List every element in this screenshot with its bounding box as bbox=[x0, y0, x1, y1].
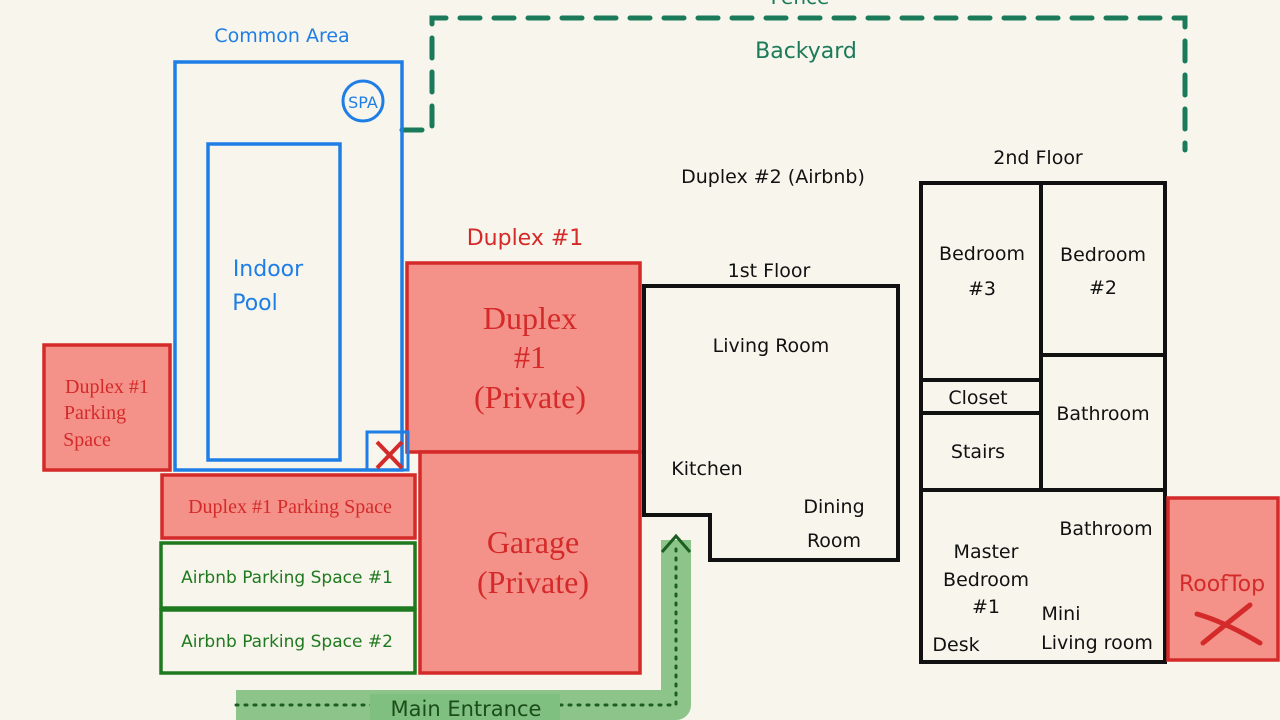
duplex-2: Duplex #2 (Airbnb) 1st Floor Living Room… bbox=[642, 147, 1280, 664]
bedroom2-label-1: Bedroom bbox=[1060, 244, 1146, 266]
spa-label: SPA bbox=[348, 93, 378, 112]
dining-label-1: Dining bbox=[803, 496, 864, 518]
airbnb-parking-1-label: Airbnb Parking Space #1 bbox=[181, 568, 393, 588]
backyard-label: Backyard bbox=[755, 39, 857, 64]
stairs-label: Stairs bbox=[951, 441, 1005, 463]
duplex1-private-label-1: Duplex bbox=[483, 300, 577, 336]
bedroom3-label-1: Bedroom bbox=[939, 243, 1025, 265]
desk-label: Desk bbox=[932, 634, 979, 656]
closet-label: Closet bbox=[948, 387, 1007, 409]
spa-icon: SPA bbox=[341, 79, 385, 123]
master-bedroom-label-3: #1 bbox=[972, 596, 1000, 618]
garage bbox=[418, 450, 642, 675]
parking-left-label-3: Space bbox=[63, 429, 111, 451]
master-bedroom-label-2: Bedroom bbox=[943, 569, 1029, 591]
indoor-pool bbox=[206, 142, 342, 462]
bedroom3-label-2: #3 bbox=[968, 278, 996, 300]
parking-strip-label: Duplex #1 Parking Space bbox=[188, 496, 392, 518]
garage-label-2: (Private) bbox=[477, 564, 589, 600]
parking-left-label-2: Parking bbox=[64, 402, 126, 424]
second-floor-label: 2nd Floor bbox=[993, 147, 1083, 169]
main-entrance-label: Main Entrance bbox=[391, 697, 542, 720]
duplex1-parking-left bbox=[42, 343, 172, 472]
airbnb-parking: Airbnb Parking Space #1 Airbnb Parking S… bbox=[159, 541, 417, 675]
pool-label-1: Indoor bbox=[233, 257, 304, 282]
first-floor-label: 1st Floor bbox=[728, 260, 811, 282]
first-floor-outline bbox=[642, 284, 900, 562]
parking-left-label-1: Duplex #1 bbox=[65, 376, 149, 398]
duplex-1: Duplex #1 Duplex #1 (Private) Garage (Pr… bbox=[42, 226, 642, 675]
bathroom-label: Bathroom bbox=[1056, 403, 1149, 425]
airbnb-parking-2-label: Airbnb Parking Space #2 bbox=[181, 632, 393, 652]
kitchen-label: Kitchen bbox=[671, 458, 742, 480]
master-bedroom-label-1: Master bbox=[954, 541, 1019, 563]
duplex2-title: Duplex #2 (Airbnb) bbox=[681, 166, 865, 188]
garage-label-1: Garage bbox=[487, 524, 579, 560]
rooftop-label: RoofTop bbox=[1179, 572, 1265, 597]
main-entrance-path: Main Entrance bbox=[234, 533, 692, 720]
mini-living-label-2: Living room bbox=[1041, 632, 1153, 654]
second-floor-outline bbox=[919, 181, 1167, 664]
common-area: Common Area SPA Indoor Pool bbox=[173, 25, 404, 472]
rooftop bbox=[1166, 496, 1280, 662]
fence-label: Fence bbox=[771, 0, 830, 9]
common-area-label: Common Area bbox=[214, 25, 349, 47]
fence: Fence Backyard bbox=[399, 0, 1188, 153]
living-room-label: Living Room bbox=[713, 335, 830, 357]
duplex1-label: Duplex #1 bbox=[467, 226, 584, 251]
x-mark-icon bbox=[365, 430, 410, 472]
duplex1-private-label-3: (Private) bbox=[474, 379, 586, 415]
master-bathroom-label: Bathroom bbox=[1059, 518, 1152, 540]
duplex1-private-label-2: #1 bbox=[514, 339, 546, 375]
mini-living-label-1: Mini bbox=[1042, 603, 1081, 625]
duplex1-parking-strip bbox=[160, 473, 417, 540]
dining-label-2: Room bbox=[807, 530, 861, 552]
arrow-up-icon bbox=[660, 533, 692, 553]
pool-label-2: Pool bbox=[232, 291, 278, 316]
bedroom2-label-2: #2 bbox=[1089, 277, 1117, 299]
x-mark-icon bbox=[1194, 602, 1263, 646]
duplex1-private bbox=[405, 261, 642, 454]
